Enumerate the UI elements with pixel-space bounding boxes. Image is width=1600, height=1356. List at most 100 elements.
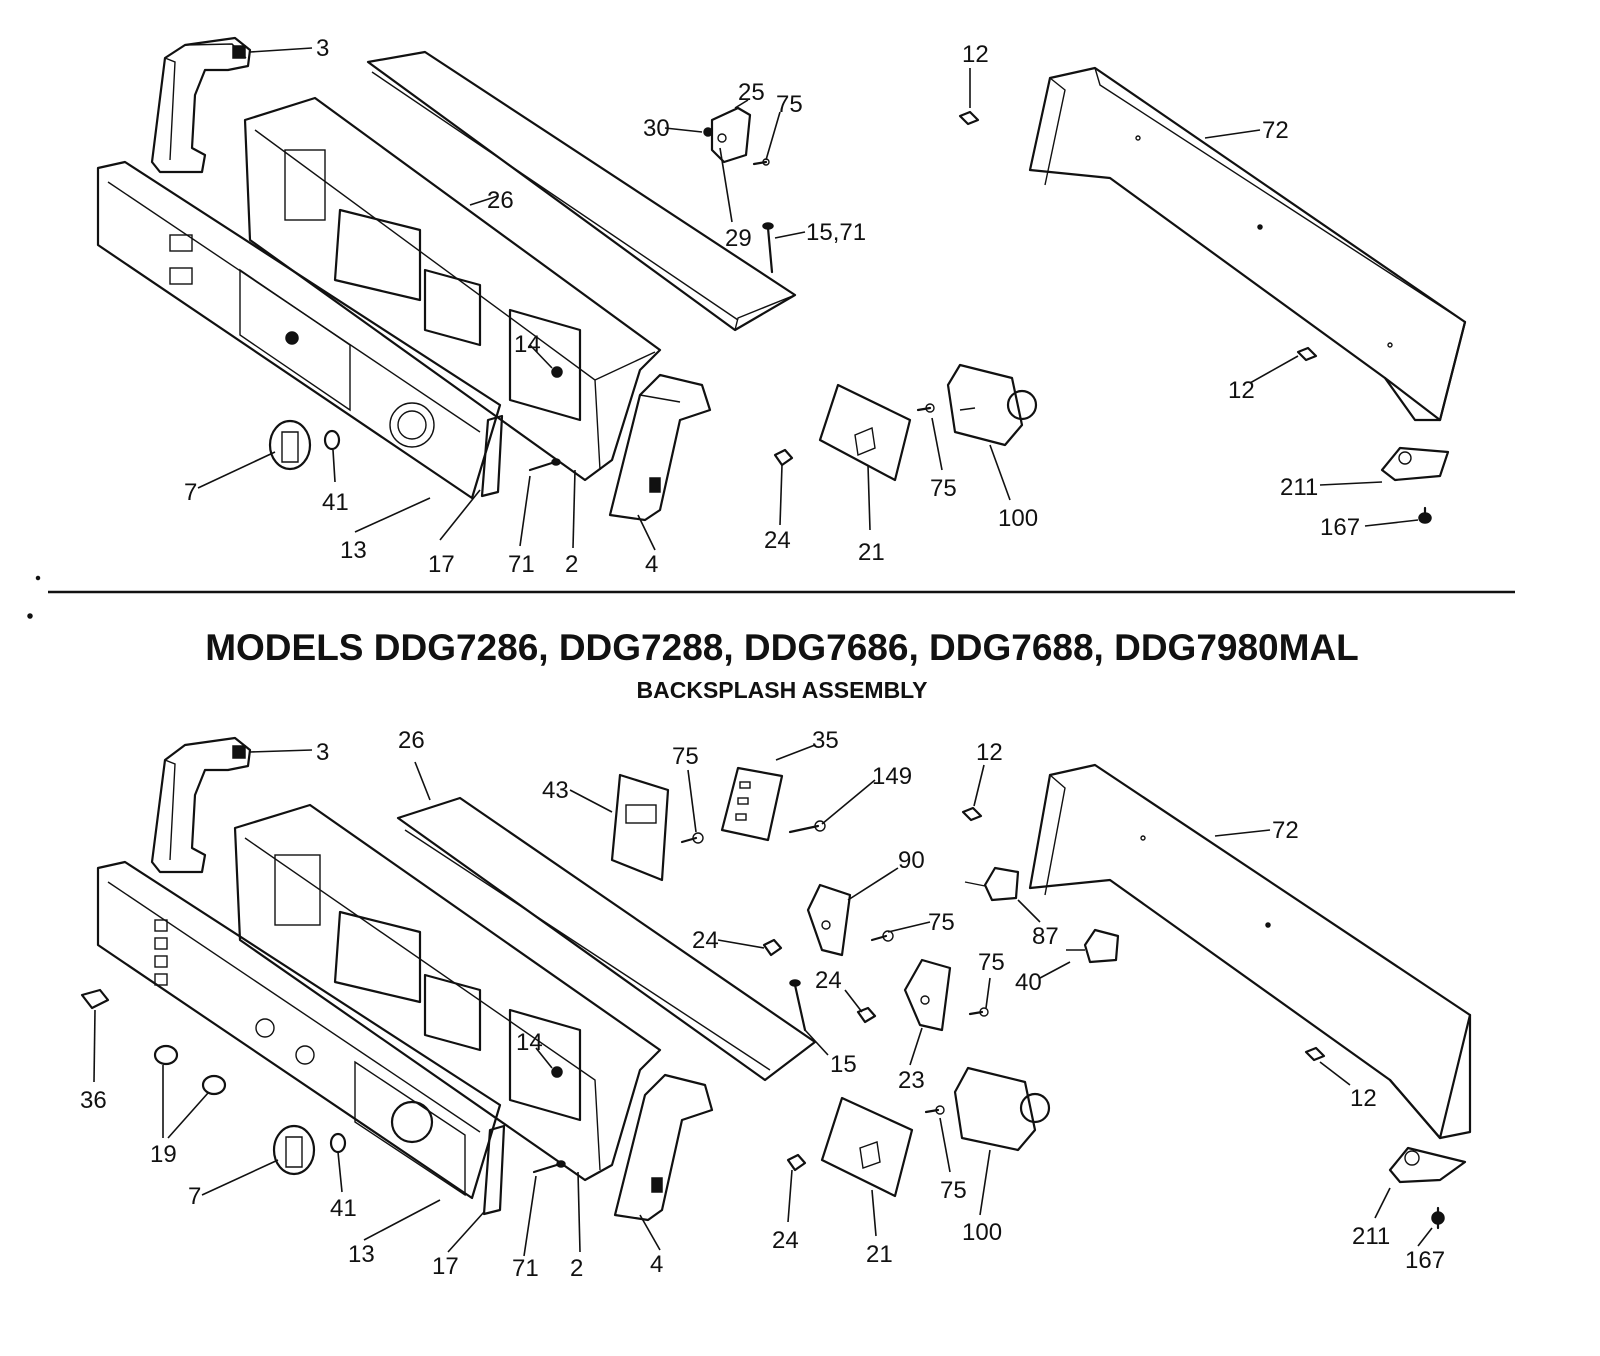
page-title: MODELS DDG7286, DDG7288, DDG7686, DDG768… <box>205 627 1359 668</box>
top-part-167-screw <box>1418 506 1432 524</box>
top-callout-3: 3 <box>316 35 329 62</box>
bottom-callout-211: 211 <box>1352 1223 1390 1250</box>
bottom-callout-149: 149 <box>872 763 912 790</box>
top-part-17-clip <box>480 414 504 498</box>
bottom-part-17-clip <box>482 1124 506 1216</box>
top-callout-24: 24 <box>764 527 791 554</box>
bottom-part-7-knob <box>272 1124 316 1176</box>
bottom-part-149-screw <box>788 820 826 834</box>
top-callout-75b: 75 <box>930 475 957 502</box>
bottom-part-100-timer <box>953 1066 1051 1152</box>
top-part-4-end-cap-right <box>608 373 712 522</box>
top-part-7-knob <box>268 419 312 471</box>
bottom-callout-21: 21 <box>866 1241 893 1268</box>
top-part-12-clip-b <box>1296 346 1318 362</box>
top-callout-7: 7 <box>184 479 197 506</box>
bottom-part-35-switch-block <box>720 766 784 842</box>
bottom-part-90-bracket <box>806 883 852 957</box>
bottom-callout-87: 87 <box>1032 923 1059 950</box>
top-callout-14: 14 <box>514 331 541 358</box>
top-part-15-screw <box>762 222 774 274</box>
bottom-leader-lines <box>93 744 1433 1257</box>
bottom-part-3-end-cap-left <box>150 736 252 874</box>
page-subtitle: BACKSPLASH ASSEMBLY <box>637 677 928 703</box>
bottom-callout-15: 15 <box>830 1051 857 1078</box>
bottom-part-24-nut-c <box>786 1153 807 1172</box>
bottom-part-167-screw <box>1431 1206 1445 1230</box>
bottom-part-41-insert <box>329 1132 347 1154</box>
top-part-13-control-panel <box>96 160 502 500</box>
bottom-callout-7: 7 <box>188 1183 201 1210</box>
bottom-part-72-rear-housing <box>1028 763 1472 1140</box>
bottom-callout-17: 17 <box>432 1253 459 1280</box>
top-callout-4: 4 <box>645 551 658 578</box>
bottom-part-2-backsplash-frame <box>233 803 662 1182</box>
bottom-part-211-bracket <box>1388 1146 1467 1184</box>
bottom-callout-40: 40 <box>1015 969 1042 996</box>
bottom-callout-167: 167 <box>1405 1247 1445 1274</box>
bottom-callout-35: 35 <box>812 727 839 754</box>
top-callout-13: 13 <box>340 537 367 564</box>
bottom-callout-75c: 75 <box>978 949 1005 976</box>
top-callout-12b: 12 <box>1228 377 1255 404</box>
bottom-part-26-trim-strip <box>396 796 817 1082</box>
top-part-41-insert <box>323 429 341 451</box>
margin-dot <box>27 613 33 619</box>
bottom-callout-72: 72 <box>1272 817 1299 844</box>
bottom-part-24-nut-a <box>762 938 783 957</box>
top-callout-2: 2 <box>565 551 578 578</box>
bottom-part-19-buttons <box>153 1044 227 1096</box>
top-part-2-backsplash-frame <box>243 96 662 482</box>
top-part-26-trim-strip <box>366 50 797 332</box>
top-callout-72: 72 <box>1262 117 1289 144</box>
top-assembly: 3 26 25 75 30 29 15,71 12 72 14 12 7 41 … <box>96 35 1467 578</box>
bottom-part-71-screw <box>532 1160 566 1174</box>
bottom-callout-19: 19 <box>150 1141 177 1168</box>
bottom-part-15-screw <box>789 979 807 1032</box>
bottom-part-75-screw-a <box>680 832 704 844</box>
bottom-callout-71: 71 <box>512 1255 539 1282</box>
top-part-75-screw <box>916 403 935 413</box>
bottom-callout-100: 100 <box>962 1219 1002 1246</box>
bottom-callout-41: 41 <box>330 1195 357 1222</box>
bottom-part-40-switch <box>1066 928 1120 964</box>
top-callout-21: 21 <box>858 539 885 566</box>
bottom-callout-75b: 75 <box>928 909 955 936</box>
top-callout-41: 41 <box>322 489 349 516</box>
top-callout-26: 26 <box>487 187 514 214</box>
bottom-callout-24a: 24 <box>692 927 719 954</box>
margin-dot <box>35 575 41 581</box>
top-part-71-screw <box>528 458 561 472</box>
top-part-211-bracket <box>1380 446 1450 482</box>
bottom-callout-4: 4 <box>650 1251 663 1278</box>
bottom-callout-26: 26 <box>398 727 425 754</box>
bottom-part-87-switch <box>964 866 1020 902</box>
top-part-12-clip-a <box>958 110 980 126</box>
bottom-callout-90: 90 <box>898 847 925 874</box>
bottom-part-43-bracket <box>610 773 670 882</box>
bottom-part-13-control-panel <box>96 860 502 1200</box>
bottom-callout-24b: 24 <box>815 967 842 994</box>
bottom-callout-14: 14 <box>516 1029 543 1056</box>
bottom-part-75-screw-b <box>870 930 894 942</box>
top-callout-12a: 12 <box>962 41 989 68</box>
bottom-part-75-screw-c <box>968 1007 989 1017</box>
top-callout-75a: 75 <box>776 91 803 118</box>
bottom-callout-24c: 24 <box>772 1227 799 1254</box>
top-callout-30: 30 <box>643 115 670 142</box>
bottom-part-23-bracket <box>903 958 952 1032</box>
bottom-callout-13: 13 <box>348 1241 375 1268</box>
bottom-part-75-screw-d <box>924 1105 945 1115</box>
bottom-assembly: 3 26 43 75 35 149 12 72 90 24 75 87 24 7… <box>80 727 1472 1282</box>
bottom-callout-3: 3 <box>316 739 329 766</box>
bottom-callout-75a: 75 <box>672 743 699 770</box>
top-callout-25: 25 <box>738 79 765 106</box>
top-callout-71: 71 <box>508 551 535 578</box>
top-part-24-nut <box>773 448 794 467</box>
bottom-callout-75d: 75 <box>940 1177 967 1204</box>
top-callout-167: 167 <box>1320 514 1360 541</box>
top-callout-15-71: 15,71 <box>806 219 866 246</box>
bottom-part-4-end-cap-right <box>613 1073 714 1222</box>
top-part-72-rear-housing <box>1028 66 1467 422</box>
top-callout-17: 17 <box>428 551 455 578</box>
